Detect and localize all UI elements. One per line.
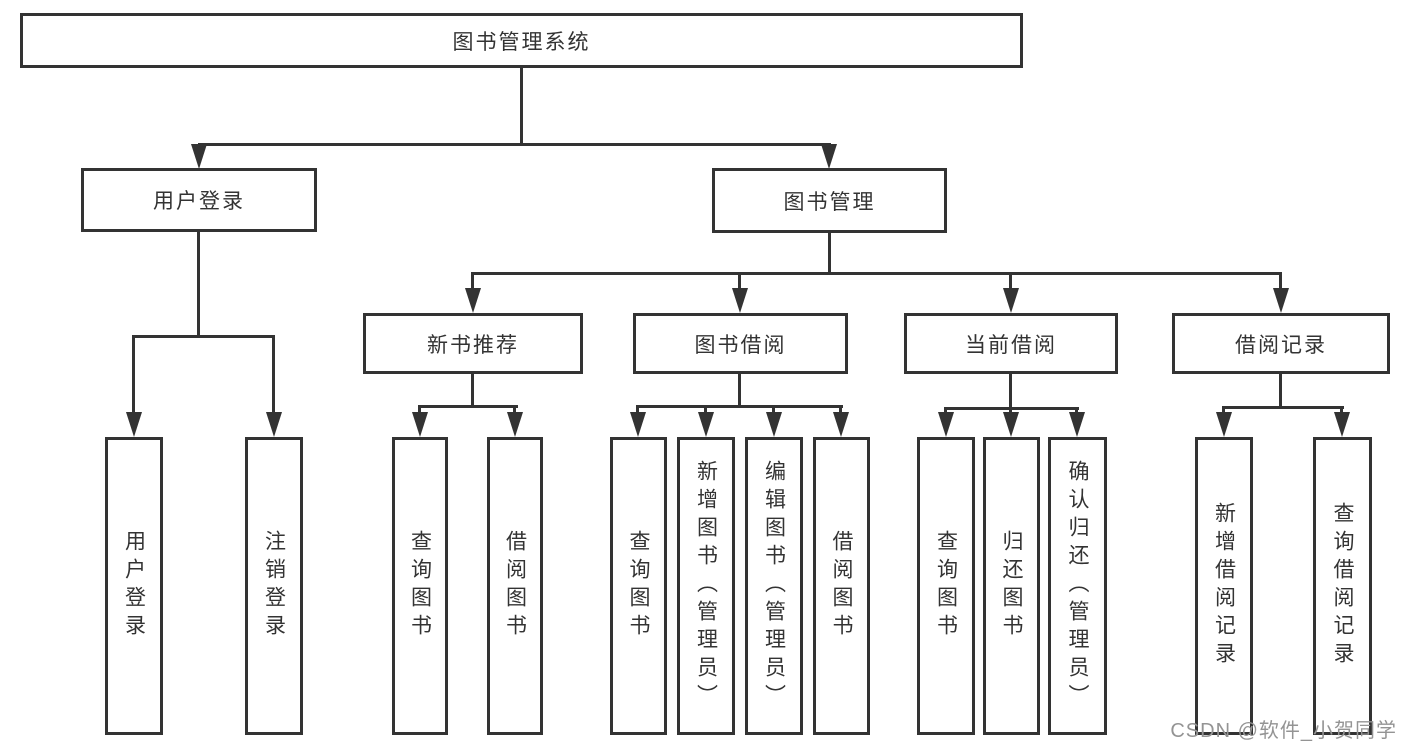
leaf-borrow-books-newrec-label: 借阅图书 [503, 530, 527, 642]
node-borrow-records: 借阅记录 [1172, 313, 1390, 374]
leaf-user-login-label: 用户登录 [122, 530, 146, 642]
arrowhead-leaf [1069, 412, 1085, 437]
leaf-confirm-return-admin-label: 确认归还（管理员） [1066, 460, 1089, 712]
connector-stem-leaf-logout [272, 335, 275, 415]
leaf-query-books-current-label: 查询图书 [934, 530, 958, 642]
node-new-book-rec: 新书推荐 [363, 313, 583, 374]
node-current-borrow-label: 当前借阅 [965, 333, 1057, 357]
arrowhead-user-login [191, 144, 207, 169]
arrowhead-leaf [833, 412, 849, 437]
connector-stem [839, 405, 842, 414]
connector-stem [513, 405, 516, 414]
leaf-query-books-newrec: 查询图书 [392, 437, 448, 735]
connector-newbookrec-vertical [471, 374, 474, 408]
arrowhead-book-borrow [732, 288, 748, 313]
leaf-edit-book-admin-label: 编辑图书（管理员） [762, 460, 786, 712]
connector-userlogin-vertical [197, 232, 200, 338]
leaf-query-books-borrow-label: 查询图书 [627, 530, 650, 642]
arrowhead-leaf [698, 412, 714, 437]
leaf-return-book: 归还图书 [983, 437, 1040, 735]
leaf-query-books-borrow: 查询图书 [610, 437, 667, 735]
connector-stem [944, 407, 947, 414]
leaf-query-books-newrec-label: 查询图书 [408, 530, 432, 642]
connector-stem [1009, 407, 1012, 414]
connector-borrowrecords-horizontal [1222, 406, 1344, 409]
watermark: CSDN @软件_小贺同学 [1170, 720, 1397, 742]
connector-currentborrow-vertical [1009, 374, 1012, 410]
leaf-return-book-label: 归还图书 [1000, 530, 1023, 642]
leaf-add-borrow-record: 新增借阅记录 [1195, 437, 1253, 735]
connector-stem [636, 405, 639, 414]
node-book-mgmt: 图书管理 [712, 168, 947, 233]
leaf-add-book-admin-label: 新增图书（管理员） [694, 460, 718, 712]
connector-newbookrec-horizontal [418, 405, 518, 408]
connector-stem-leaf-user-login [132, 335, 135, 415]
arrowhead-new-book-rec [465, 288, 481, 313]
arrowhead-leaf [1003, 412, 1019, 437]
leaf-logout-label: 注销登录 [262, 530, 286, 642]
connector-root-horizontal [198, 143, 831, 146]
arrowhead-leaf [1334, 412, 1350, 437]
connector-stem [1340, 406, 1343, 414]
leaf-user-login: 用户登录 [105, 437, 163, 735]
arrowhead-borrow-records [1273, 288, 1289, 313]
connector-stem [418, 405, 421, 414]
leaf-borrow-books-newrec: 借阅图书 [487, 437, 543, 735]
arrowhead-leaf [630, 412, 646, 437]
node-book-borrow: 图书借阅 [633, 313, 848, 374]
connector-userlogin-horizontal [132, 335, 274, 338]
connector-stem-current-borrow [1009, 272, 1012, 290]
node-root: 图书管理系统 [20, 13, 1023, 68]
leaf-query-books-current: 查询图书 [917, 437, 975, 735]
leaf-add-book-admin: 新增图书（管理员） [677, 437, 735, 735]
arrowhead-book-mgmt [821, 144, 837, 169]
node-user-login: 用户登录 [81, 168, 317, 232]
leaf-logout: 注销登录 [245, 437, 303, 735]
connector-stem [704, 405, 707, 414]
node-root-label: 图书管理系统 [452, 30, 591, 54]
leaf-add-borrow-record-label: 新增借阅记录 [1212, 502, 1236, 670]
connector-stem-book-borrow [738, 272, 741, 290]
connector-stem [772, 405, 775, 414]
leaf-query-borrow-record-label: 查询借阅记录 [1331, 502, 1354, 670]
connector-bookmgmt-vertical [828, 233, 831, 275]
node-borrow-records-label: 借阅记录 [1235, 333, 1327, 357]
leaf-borrow-books-borrow-label: 借阅图书 [830, 530, 853, 642]
connector-stem-borrow-records [1279, 272, 1282, 290]
arrowhead-leaf [938, 412, 954, 437]
connector-bookborrow-vertical [738, 374, 741, 408]
connector-borrowrecords-vertical [1279, 374, 1282, 409]
arrowhead-leaf [507, 412, 523, 437]
arrowhead-current-borrow [1003, 288, 1019, 313]
node-book-borrow-label: 图书借阅 [694, 333, 787, 357]
connector-root-vertical [520, 68, 523, 146]
connector-bookmgmt-horizontal [471, 272, 1282, 275]
arrowhead-leaf-logout [266, 412, 282, 437]
node-current-borrow: 当前借阅 [904, 313, 1118, 374]
arrowhead-leaf [1216, 412, 1232, 437]
connector-stem-new-book-rec [471, 272, 474, 290]
connector-bookborrow-horizontal [636, 405, 843, 408]
node-user-login-label: 用户登录 [153, 190, 245, 213]
arrowhead-leaf [412, 412, 428, 437]
arrowhead-leaf-user-login [126, 412, 142, 437]
node-book-mgmt-label: 图书管理 [783, 190, 876, 214]
arrowhead-leaf [766, 412, 782, 437]
leaf-confirm-return-admin: 确认归还（管理员） [1048, 437, 1107, 735]
leaf-borrow-books-borrow: 借阅图书 [813, 437, 870, 735]
leaf-edit-book-admin: 编辑图书（管理员） [745, 437, 803, 735]
connector-stem [1222, 406, 1225, 414]
connector-stem [1075, 407, 1078, 414]
leaf-query-borrow-record: 查询借阅记录 [1313, 437, 1372, 735]
node-new-book-rec-label: 新书推荐 [427, 333, 519, 357]
